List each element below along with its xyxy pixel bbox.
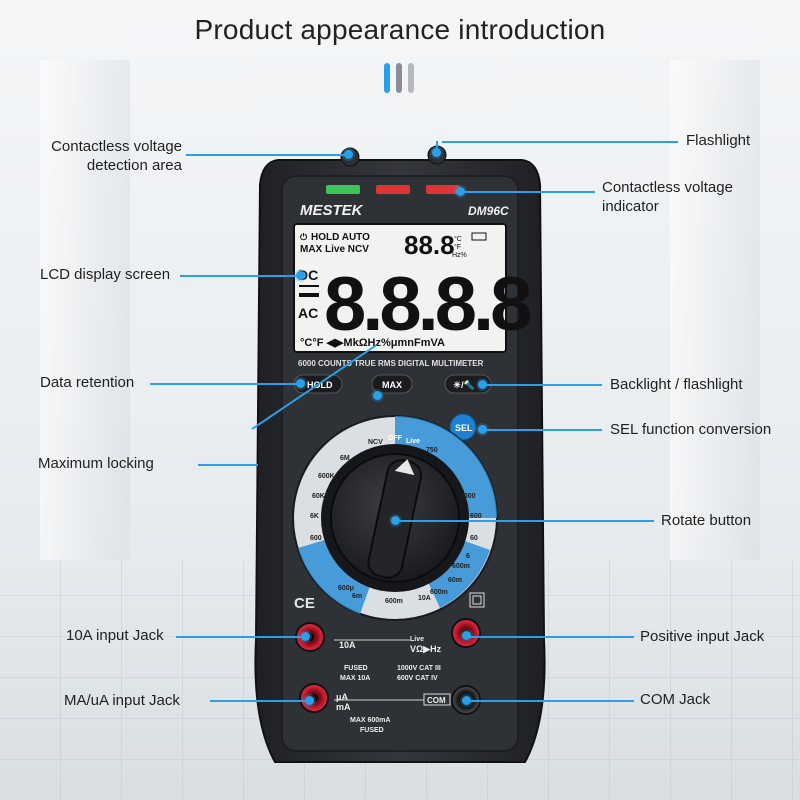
svg-text:60: 60 <box>470 535 478 542</box>
ce-mark: CE <box>294 595 315 612</box>
callout-data-retention: Data retention <box>40 374 135 391</box>
svg-text:HOLD: HOLD <box>307 380 333 390</box>
svg-text:600m: 600m <box>430 589 448 596</box>
svg-text:1000: 1000 <box>460 493 476 500</box>
brand-logo: MESTEK <box>300 202 364 219</box>
svg-text:600: 600 <box>310 535 322 542</box>
svg-text:6K: 6K <box>310 513 319 520</box>
info-strip: 6000 COUNTS TRUE RMS DIGITAL MULTIMETER <box>298 359 484 368</box>
callout-backlight: Backlight / flashlight <box>610 376 743 393</box>
lcd-max-live-ncv: MAX Live NCV <box>300 244 369 255</box>
callout-maximum-locking: Maximum locking <box>38 455 154 472</box>
decorative-bars <box>384 63 420 93</box>
lcd-small-digits: 88.8 <box>404 230 455 260</box>
svg-text:10A: 10A <box>339 640 356 650</box>
svg-text:600: 600 <box>470 513 482 520</box>
svg-text:600V CAT IV: 600V CAT IV <box>397 675 438 682</box>
svg-text:MAX 600mA: MAX 600mA <box>350 717 390 724</box>
led-red-2 <box>426 185 460 194</box>
lcd-main-digits: 8.8.8.8 <box>324 262 530 347</box>
svg-text:NCV: NCV <box>368 439 383 446</box>
svg-text:600m: 600m <box>385 598 403 605</box>
led-green <box>326 185 360 194</box>
lcd-ac: AC <box>298 305 318 321</box>
lcd-hold-auto: HOLD AUTO <box>311 232 370 243</box>
svg-text:MAX 10A: MAX 10A <box>340 675 370 682</box>
lcd-unit-row: °C°F ◀▶MkΩHz%μmnFmVA <box>300 337 445 349</box>
svg-text:6: 6 <box>466 553 470 560</box>
svg-text:Live: Live <box>406 438 420 445</box>
model-name: DM96C <box>468 204 509 218</box>
svg-text:Hz%: Hz% <box>452 252 467 259</box>
svg-text:600m: 600m <box>452 563 470 570</box>
callout-flashlight: Flashlight <box>686 132 751 149</box>
callout-ncv-area: Contactless voltage detection area <box>51 138 182 174</box>
callout-lcd: LCD display screen <box>40 266 171 283</box>
callout-com-jack: COM Jack <box>640 691 711 708</box>
svg-text:600μ: 600μ <box>338 585 354 592</box>
svg-text:1000V CAT III: 1000V CAT III <box>397 665 441 672</box>
svg-text:Live: Live <box>410 636 424 643</box>
svg-text:750: 750 <box>426 447 438 454</box>
svg-text:SEL: SEL <box>455 423 473 433</box>
svg-text:6m: 6m <box>352 593 362 600</box>
lcd-screen <box>293 223 507 353</box>
page-title: Product appearance introduction <box>194 14 606 45</box>
svg-text:FUSED: FUSED <box>344 665 368 672</box>
svg-text:600K: 600K <box>318 473 335 480</box>
svg-text:MAX: MAX <box>382 380 402 390</box>
svg-text:60K: 60K <box>312 493 325 500</box>
svg-text:μA: μA <box>336 692 349 702</box>
callout-ncv-indicator: Contactless voltage indicator <box>602 179 733 215</box>
svg-text:☀/🔦: ☀/🔦 <box>453 379 475 391</box>
svg-text:OFF: OFF <box>388 435 403 442</box>
svg-text:°C: °C <box>454 235 462 243</box>
callout-rotate-button: Rotate button <box>661 512 752 529</box>
svg-text:VΩ▶Hz: VΩ▶Hz <box>410 644 442 654</box>
svg-text:COM: COM <box>427 696 446 705</box>
svg-text:°F: °F <box>454 243 461 251</box>
callout-10a-jack: 10A input Jack <box>66 627 164 644</box>
sel-button <box>449 413 477 441</box>
svg-text:6M: 6M <box>340 455 350 462</box>
max-button <box>371 374 413 394</box>
svg-text:60m: 60m <box>448 577 462 584</box>
svg-text:mA: mA <box>336 702 351 712</box>
callout-positive-jack: Positive input Jack <box>640 628 765 645</box>
svg-text:⏻: ⏻ <box>300 232 308 242</box>
svg-text:10A: 10A <box>418 595 431 602</box>
callout-sel: SEL function conversion <box>610 421 772 438</box>
callout-ma-ua-jack: MA/uA input Jack <box>64 692 180 709</box>
led-red-1 <box>376 185 410 194</box>
svg-text:FUSED: FUSED <box>360 727 384 734</box>
